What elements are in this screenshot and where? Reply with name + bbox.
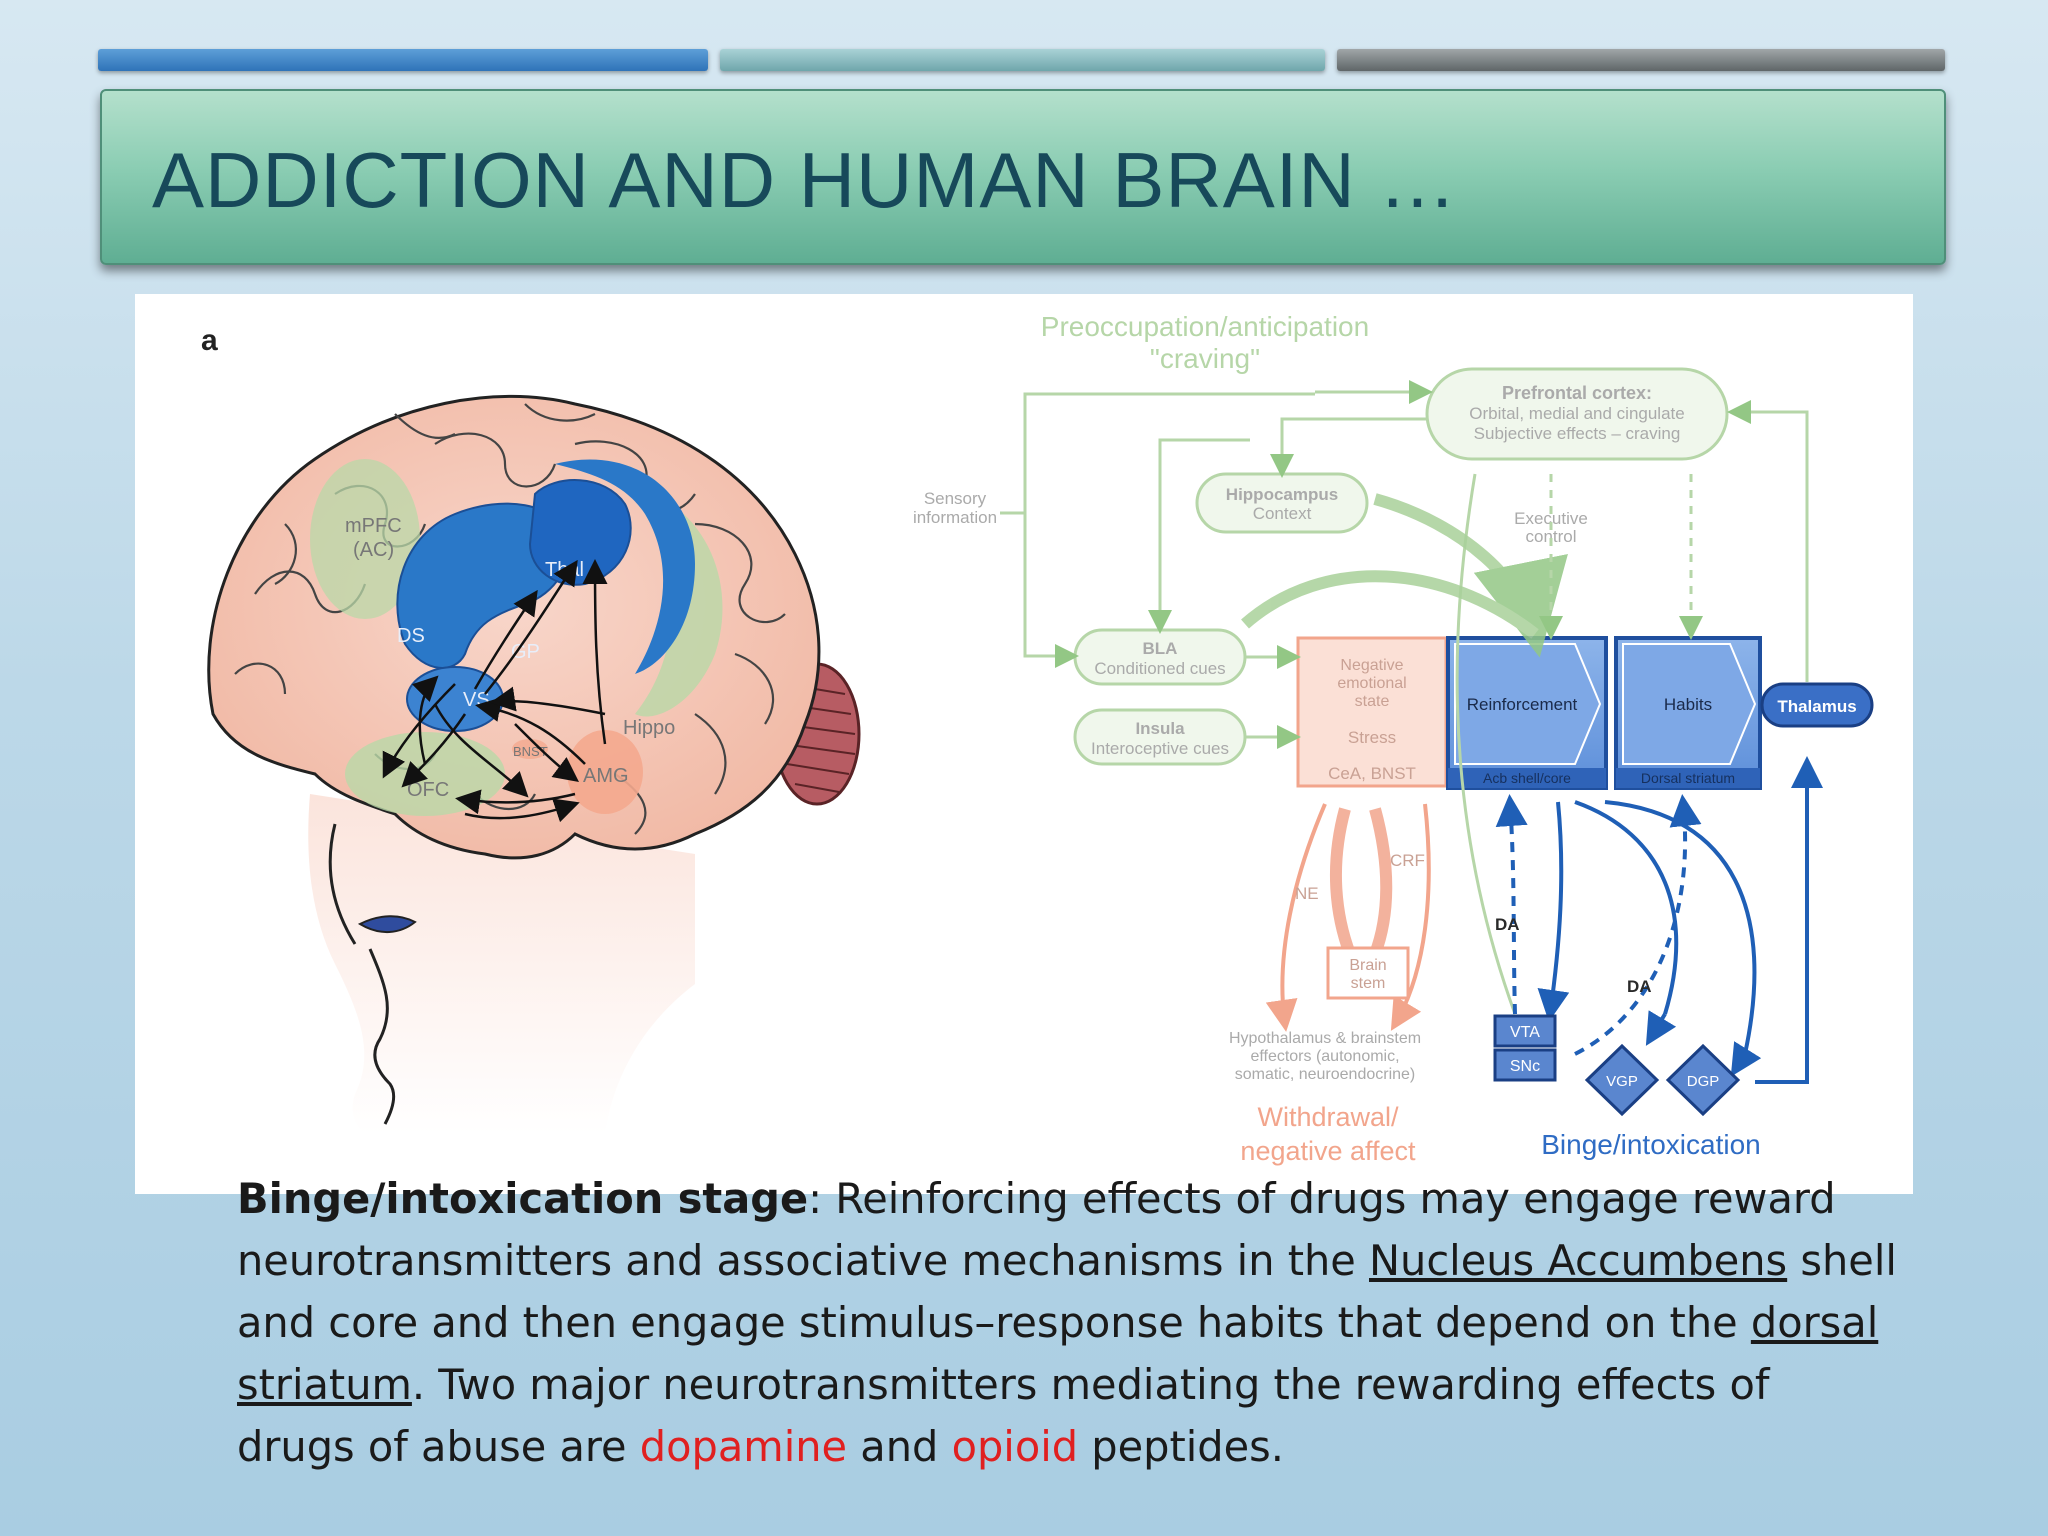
vgp-diamond — [1584, 1043, 1660, 1117]
preoccupation-heading: Preoccupation/anticipation — [1041, 311, 1369, 342]
vta-label: VTA — [1510, 1024, 1540, 1041]
dorsal-striatum-label: Dorsal striatum — [1641, 770, 1735, 786]
prefrontal-subtitle-1: Orbital, medial and cingulate — [1469, 404, 1684, 423]
face-profile-line — [368, 948, 396, 1125]
accent-stripe-gray — [1337, 49, 1945, 71]
gp-shape — [452, 576, 508, 612]
panel-letter: a — [201, 324, 218, 357]
ac-label: (AC) — [353, 539, 394, 561]
amg-label: AMG — [583, 765, 629, 787]
insula-subtitle: Interoceptive cues — [1091, 739, 1229, 758]
executive-label-2: control — [1525, 527, 1576, 546]
accent-stripe-teal — [720, 49, 1325, 71]
caption-paragraph: Binge/intoxication stage: Reinforcing ef… — [237, 1168, 1897, 1478]
brain-stem-label-1: Brain — [1349, 957, 1386, 974]
face-shading — [308, 794, 695, 1134]
hypothalamus-label-3: somatic, neuroendocrine) — [1235, 1066, 1416, 1083]
hippo-label: Hippo — [623, 717, 675, 739]
dgp-diamond — [1665, 1043, 1741, 1117]
caption-text-4: and — [847, 1422, 952, 1471]
gp-label: GP — [511, 641, 540, 663]
accent-stripe-blue — [98, 49, 708, 71]
caption-text-5: peptides. — [1078, 1422, 1284, 1471]
habits-label: Habits — [1664, 695, 1712, 714]
mpfc-region — [310, 459, 420, 619]
withdrawal-heading-1: Withdrawal/ — [1257, 1102, 1399, 1132]
circuit-diagram: Preoccupation/anticipation "craving" Pre… — [913, 311, 1874, 1166]
dopamine-term: dopamine — [639, 1422, 848, 1471]
ne-label: NE — [1295, 884, 1319, 903]
negative-label-2: emotional — [1337, 675, 1406, 692]
withdrawal-heading-2: negative affect — [1240, 1136, 1416, 1166]
opioid-term: opioid — [951, 1422, 1079, 1471]
addiction-brain-figure: a — [201, 311, 1874, 1166]
hypothalamus-label-2: effectors (autonomic, — [1250, 1048, 1399, 1065]
brain-stem-label-2: stem — [1351, 975, 1386, 992]
vta-box — [1493, 1014, 1557, 1048]
brain-stem-box — [1326, 946, 1410, 1000]
stress-label: Stress — [1348, 728, 1396, 747]
snc-label: SNc — [1510, 1058, 1540, 1075]
caption-text-3: . Two major neurotransmitters mediating … — [237, 1360, 1770, 1471]
hippocampus-title: Hippocampus — [1226, 485, 1338, 504]
reinforcement-label: Reinforcement — [1467, 695, 1578, 714]
brain-illustration: mPFC (AC) DS GP Thal VS Hippo BNST OFC A… — [207, 394, 861, 1134]
bla-title: BLA — [1143, 639, 1178, 658]
binge-heading: Binge/intoxication — [1541, 1129, 1760, 1160]
acb-shell-label: Acb shell/core — [1483, 770, 1571, 786]
thalamus-box — [1760, 682, 1874, 728]
sensory-label-2: information — [913, 508, 997, 527]
ofc-label: OFC — [407, 779, 449, 801]
thalamus-shape — [528, 479, 632, 586]
prefrontal-subtitle-2: Subjective effects – craving — [1474, 424, 1681, 443]
ds-label: DS — [397, 625, 425, 647]
eye-icon — [357, 915, 417, 933]
vgp-label: VGP — [1606, 1073, 1638, 1090]
insula-title: Insula — [1135, 719, 1185, 738]
bla-subtitle: Conditioned cues — [1094, 659, 1225, 678]
da-label-1: DA — [1495, 915, 1520, 934]
slide-title: ADDICTION AND HUMAN BRAIN … — [152, 136, 1458, 224]
negative-label-1: Negative — [1340, 657, 1403, 674]
hypothalamus-label-1: Hypothalamus & brainstem — [1229, 1030, 1421, 1047]
title-bar: ADDICTION AND HUMAN BRAIN … — [100, 89, 1946, 265]
figure-panel: a — [135, 294, 1913, 1194]
dorsal-striatum-link[interactable]: dorsal striatum — [237, 1298, 1879, 1409]
nucleus-accumbens-link[interactable]: Nucleus Accumbens — [1369, 1236, 1788, 1285]
dgp-label: DGP — [1687, 1073, 1720, 1090]
ofc-region — [345, 732, 505, 816]
mpfc-label: mPFC — [345, 515, 402, 537]
sensory-label-1: Sensory — [924, 489, 987, 508]
executive-label-1: Executive — [1514, 509, 1588, 528]
thalamus-label: Thalamus — [1777, 697, 1856, 716]
cea-bnst-label: CeA, BNST — [1328, 764, 1416, 783]
snc-box — [1493, 1048, 1557, 1082]
negative-label-3: state — [1355, 693, 1390, 710]
craving-heading: "craving" — [1150, 343, 1260, 374]
crf-label: CRF — [1390, 851, 1425, 870]
caption-text-1: : Reinforcing effects of drugs may engag… — [237, 1174, 1836, 1285]
prefrontal-title: Prefrontal cortex: — [1502, 383, 1652, 403]
hippocampus-subtitle: Context — [1253, 504, 1312, 523]
thal-label: Thal — [545, 559, 584, 581]
da-label-2: DA — [1627, 977, 1652, 996]
caption-text-2: shell and core and then engage stimulus–… — [237, 1236, 1897, 1347]
caudate-tail-shape — [555, 459, 695, 674]
amg-region — [567, 730, 643, 814]
caption-bold-lead: Binge/intoxication stage — [237, 1174, 809, 1223]
